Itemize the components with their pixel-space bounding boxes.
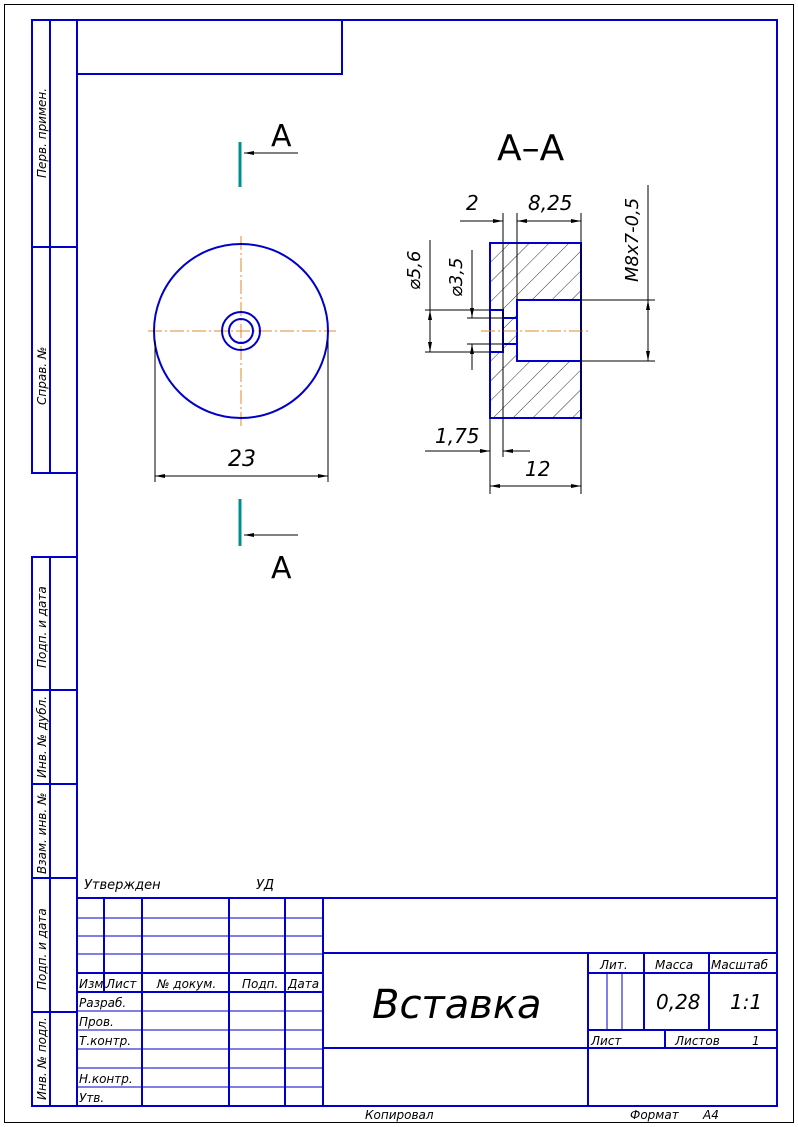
strip-label: Справ. № — [35, 347, 49, 405]
role-label: Н.контр. — [79, 1072, 133, 1086]
section-view: А–А 2 8,25 ⌀5,6 ⌀3,5 M8x7-0,5 — [404, 128, 655, 494]
front-view: 23 — [148, 236, 336, 482]
section-mark-top: А — [238, 119, 298, 187]
header-list: Лист — [105, 977, 137, 991]
sheets-value: 1 — [752, 1034, 760, 1048]
header-date: Дата — [287, 977, 319, 991]
top-left-box — [76, 19, 343, 75]
section-label: А — [271, 551, 292, 586]
dim-d3-5: ⌀3,5 — [446, 258, 467, 297]
strip-label: Инв. № дубл. — [35, 696, 49, 778]
role-label: Т.контр. — [79, 1034, 131, 1048]
outer-circle — [153, 243, 329, 419]
strip-label: Подп. и дата — [35, 908, 49, 990]
role-label: Утв. — [79, 1091, 104, 1105]
header-sign: Подп. — [242, 977, 278, 991]
sheet-label: Лист — [590, 1034, 622, 1048]
format-value: А4 — [702, 1108, 719, 1122]
mass-label: Масса — [655, 958, 693, 972]
part-name: Вставка — [372, 982, 542, 1028]
drawing-frame — [76, 19, 778, 1107]
hole-circle — [228, 318, 254, 344]
sheets-label: Листов — [674, 1034, 720, 1048]
dim-thread: M8x7-0,5 — [622, 198, 643, 282]
dim-8-25: 8,25 — [528, 191, 573, 215]
header-doc: № докум. — [156, 977, 216, 991]
approved-label: Утвержден — [84, 878, 161, 893]
strip-label: Подп. и дата — [35, 586, 49, 668]
role-label: Разраб. — [79, 996, 126, 1010]
section-label: А — [271, 119, 292, 154]
copied-label: Копировал — [365, 1108, 434, 1122]
role-label: Пров. — [79, 1015, 114, 1029]
approved-code: УД — [256, 878, 274, 893]
dim-12: 12 — [525, 457, 550, 481]
strip-label: Взам. инв. № — [35, 793, 49, 874]
bore-circle — [221, 311, 261, 351]
scale-value: 1:1 — [730, 990, 762, 1014]
dim-23: 23 — [228, 447, 256, 472]
title-block: Утвержден УД Изм. Лист № докум. Подп. Да… — [77, 878, 777, 1106]
mass-value: 0,28 — [656, 990, 701, 1014]
section-mark-bottom: А — [238, 499, 298, 586]
dim-2: 2 — [466, 191, 479, 215]
lit-label: Лит. — [599, 958, 628, 972]
side-strip-bottom: Подп. и дата Инв. № дубл. Взам. инв. № П… — [31, 556, 78, 1107]
dim-d5-6: ⌀5,6 — [404, 251, 425, 290]
sheet-edge — [4, 4, 794, 1123]
side-strip-top: Перв. примен. Справ. № — [31, 19, 78, 474]
dim-1-75: 1,75 — [435, 424, 480, 448]
scale-label: Масштаб — [711, 958, 769, 972]
section-title: А–А — [497, 128, 565, 169]
strip-label: Инв. № подл. — [35, 1017, 49, 1100]
format-label: Формат — [630, 1108, 680, 1122]
strip-label: Перв. примен. — [35, 88, 49, 178]
header-izm: Изм. — [79, 977, 107, 991]
